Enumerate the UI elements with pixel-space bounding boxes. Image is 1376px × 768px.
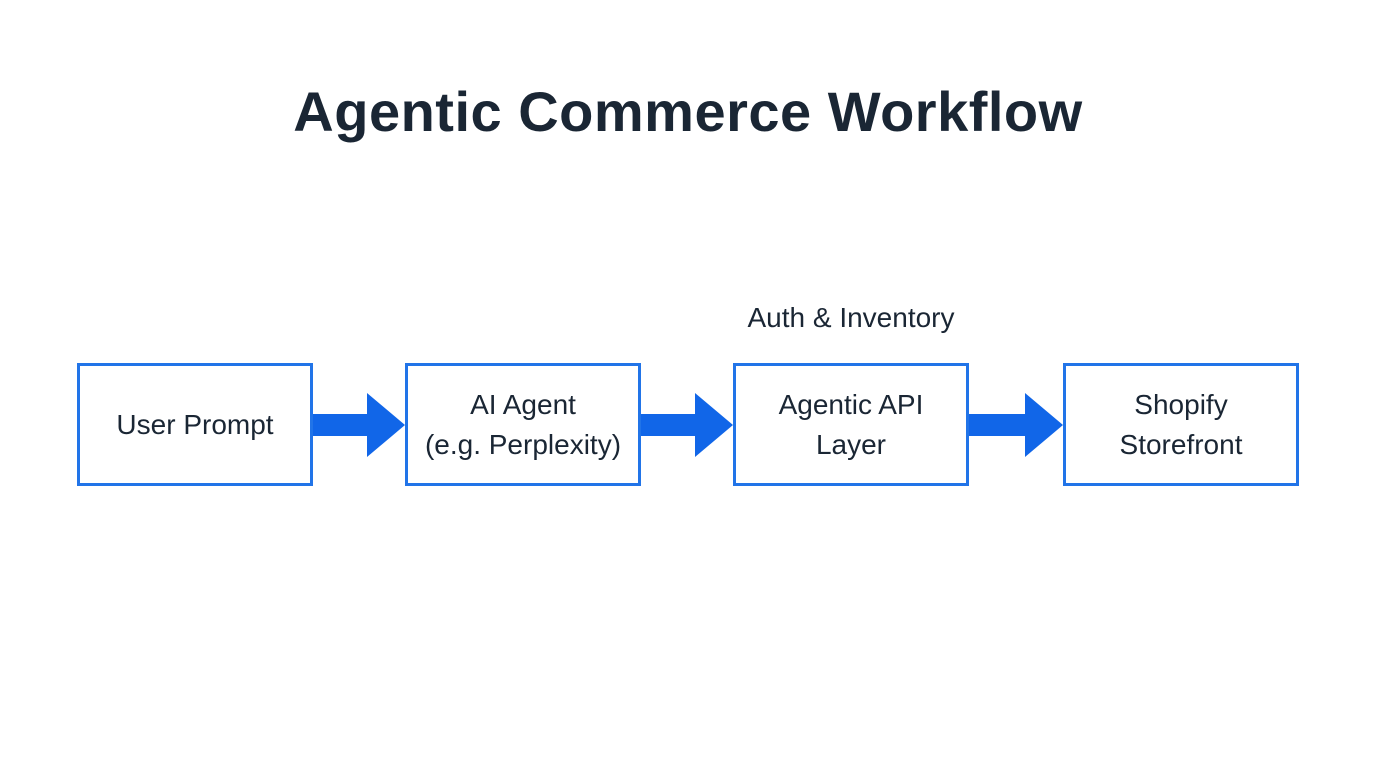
node-user-prompt: User Prompt bbox=[77, 363, 313, 486]
node-label-line: (e.g. Perplexity) bbox=[424, 428, 622, 460]
node-label-line: Layer bbox=[815, 428, 887, 460]
node-label-line: AI Agent bbox=[470, 388, 576, 420]
flow-arrow-2-right-icon bbox=[641, 393, 733, 457]
arrow-shaft bbox=[641, 414, 695, 436]
arrow-shaft bbox=[969, 414, 1025, 436]
node-ai-agent: AI Agent (e.g. Perplexity) bbox=[405, 363, 641, 486]
node-label-line: Storefront bbox=[1119, 428, 1243, 460]
node-agentic-api-layer: Agentic API Layer bbox=[733, 363, 969, 486]
page-title: Agentic Commerce Workflow bbox=[293, 80, 1083, 143]
node-label-line: Agentic API bbox=[778, 388, 924, 420]
arrow-head bbox=[695, 393, 733, 457]
flow-arrow-1-right-icon bbox=[313, 393, 405, 457]
node-label-line: User Prompt bbox=[116, 408, 274, 440]
arrow-head bbox=[1025, 393, 1063, 457]
annotation-auth-inventory: Auth & Inventory bbox=[747, 302, 955, 333]
arrow-head bbox=[367, 393, 405, 457]
arrow-shaft bbox=[313, 414, 367, 436]
node-shopify-storefront: Shopify Storefront bbox=[1063, 363, 1299, 486]
flow-arrow-3-right-icon bbox=[969, 393, 1063, 457]
node-label-line: Shopify bbox=[1134, 388, 1228, 420]
